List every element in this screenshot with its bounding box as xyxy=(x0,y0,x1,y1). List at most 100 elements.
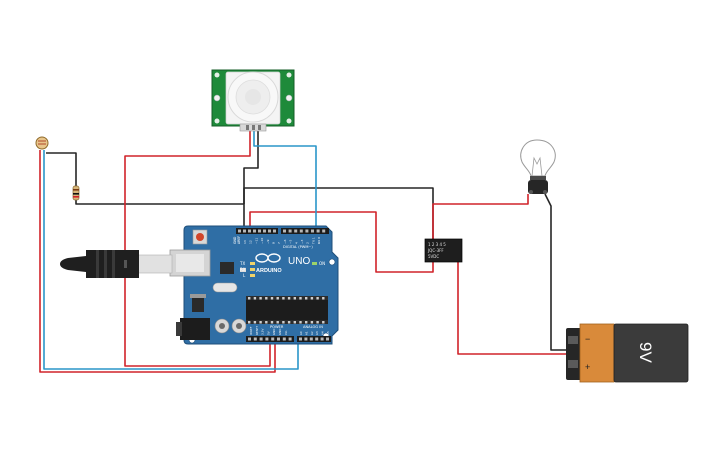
chip-pin xyxy=(259,297,262,300)
digital-pin-label: ~9 xyxy=(266,239,270,244)
chip-pin xyxy=(322,321,325,324)
header-hole[interactable] xyxy=(299,229,303,233)
power-pin-label: IOREF xyxy=(249,326,253,335)
header-hole[interactable] xyxy=(273,229,276,233)
header-hole[interactable] xyxy=(263,229,266,233)
header-hole[interactable] xyxy=(288,229,292,233)
analog-header-label: ANALOG IN xyxy=(303,325,323,329)
wire-ldr-to-resistor xyxy=(46,152,244,205)
header-hole[interactable] xyxy=(322,229,326,233)
header-hole[interactable] xyxy=(243,229,246,233)
bulb-glass xyxy=(520,139,556,177)
bottom-pin-holes xyxy=(248,337,329,341)
header-hole[interactable] xyxy=(299,337,302,341)
power-header-label: POWER xyxy=(270,325,284,329)
resistor[interactable] xyxy=(72,185,80,201)
power-header xyxy=(246,336,294,342)
arduino-brand: ARDUINO xyxy=(256,268,282,274)
header-hole[interactable] xyxy=(316,229,320,233)
chip-pin xyxy=(276,297,279,300)
chip-pin xyxy=(293,321,296,324)
digital-pin-label: ~5 xyxy=(289,239,293,244)
wire-relay-signal xyxy=(249,211,434,273)
power-pin-label: GND xyxy=(278,329,282,335)
header-hole[interactable] xyxy=(305,229,309,233)
header-hole[interactable] xyxy=(238,229,241,233)
chip-pin xyxy=(287,321,291,324)
power-pin-label: Vin xyxy=(284,330,288,335)
on-label: ON xyxy=(319,261,325,266)
power-pin-label: GND xyxy=(272,329,276,335)
header-hole[interactable] xyxy=(311,229,314,233)
header-hole[interactable] xyxy=(320,337,324,341)
analog-pin-label: A1 xyxy=(304,331,308,335)
power-pin-label: 5V xyxy=(266,331,270,335)
chip-pin xyxy=(310,321,314,324)
chip-pin xyxy=(305,321,308,324)
digital-header-label: DIGITAL (PWM~) xyxy=(283,245,313,249)
analog-pin-label: A4 xyxy=(321,331,325,335)
chip-pin xyxy=(248,321,251,324)
wire-ldr-red xyxy=(39,150,276,373)
pir-sensor[interactable] xyxy=(211,69,295,132)
chip-pin xyxy=(299,297,302,300)
chip-pin xyxy=(293,297,296,300)
header-hole[interactable] xyxy=(282,337,286,341)
header-hole[interactable] xyxy=(288,337,292,341)
analog-pin-label: A5 xyxy=(326,331,330,335)
rx-label: RX xyxy=(240,267,246,272)
header-hole[interactable] xyxy=(259,337,263,341)
chip-pin xyxy=(282,297,285,300)
photoresistor[interactable] xyxy=(35,136,49,150)
battery-orange-band xyxy=(579,323,615,383)
gnd-label: GND xyxy=(233,236,237,244)
chip-pin xyxy=(265,321,268,324)
power-jack xyxy=(180,318,210,340)
header-hole[interactable] xyxy=(277,337,280,341)
wire-relay-to-bulb xyxy=(432,194,529,242)
header-hole[interactable] xyxy=(268,229,271,233)
digital-pin-label: 13 xyxy=(243,240,247,244)
digital-pin-label: ~3 xyxy=(300,239,304,244)
header-hole[interactable] xyxy=(258,229,261,233)
atmega-chip xyxy=(246,300,328,320)
chip-pin xyxy=(299,321,302,324)
chip-pin xyxy=(316,297,319,300)
header-hole[interactable] xyxy=(304,337,308,341)
battery-9v[interactable]: − + 9V xyxy=(566,323,689,383)
header-hole[interactable] xyxy=(271,337,275,341)
relay-body xyxy=(424,238,463,263)
header-hole[interactable] xyxy=(253,337,257,341)
tx-label: TX xyxy=(239,261,245,266)
digital-pin-label: 7 xyxy=(277,242,281,244)
header-hole[interactable] xyxy=(248,337,251,341)
relay-text-3: 5VDC xyxy=(428,254,439,259)
digital-pin-label: 4 xyxy=(294,242,298,244)
chip-pin xyxy=(282,321,285,324)
digital-pin-label: 8 xyxy=(272,242,276,244)
header-hole[interactable] xyxy=(309,337,313,341)
header-hole[interactable] xyxy=(315,337,319,341)
header-hole[interactable] xyxy=(294,229,298,233)
battery-plus: + xyxy=(585,362,590,372)
wire-pir-gnd xyxy=(243,130,259,228)
header-hole[interactable] xyxy=(253,229,256,233)
header-hole[interactable] xyxy=(326,337,329,341)
digital-header-right xyxy=(281,228,329,234)
light-bulb[interactable] xyxy=(520,139,556,194)
header-hole[interactable] xyxy=(265,337,269,341)
l-label: L xyxy=(243,273,246,278)
battery-label: 9V xyxy=(636,342,655,363)
header-hole[interactable] xyxy=(248,229,251,233)
chip-pin xyxy=(253,297,257,300)
digital-pin-label: RX 0 xyxy=(317,237,321,244)
photoresistor-head xyxy=(35,136,49,150)
relay[interactable]: 1 2 3 4 5 JQC-3FF 5VDC xyxy=(424,238,463,263)
header-hole[interactable] xyxy=(283,229,286,233)
digital-pin-label: ~10 xyxy=(260,238,264,244)
wire-bulb-to-battery xyxy=(544,193,567,351)
analog-pin-label: A3 xyxy=(315,331,319,335)
